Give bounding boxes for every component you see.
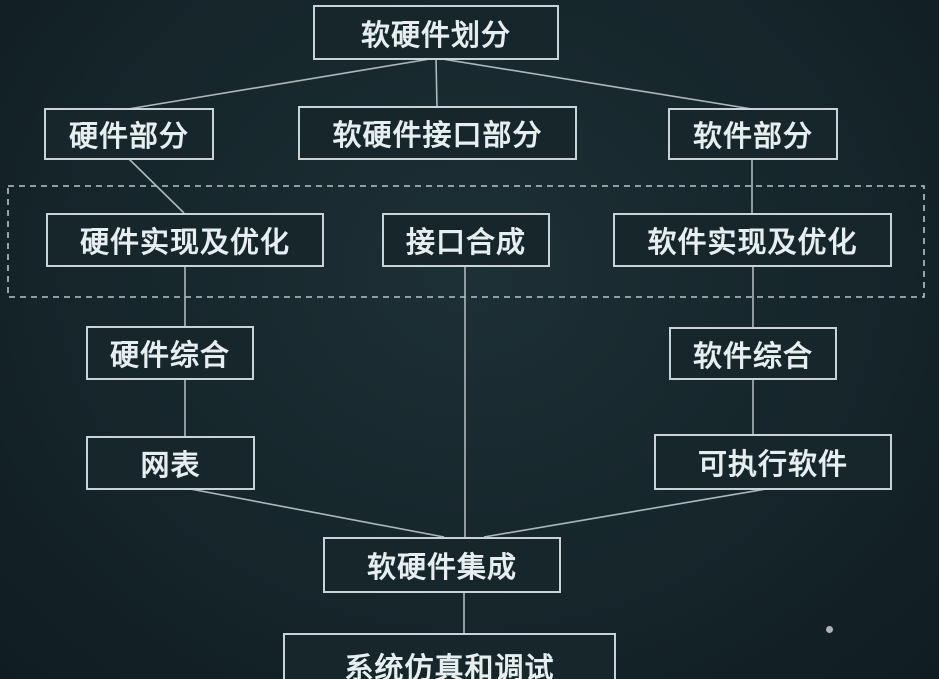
edge-executable-integration (483, 487, 773, 538)
node-hardware-implementation: 硬件实现及优化 (46, 213, 324, 267)
node-executable-software: 可执行软件 (654, 434, 892, 490)
edge-netlist-integration (184, 487, 445, 538)
implementation-group-box (7, 185, 925, 298)
node-software-part: 软件部分 (668, 108, 838, 160)
node-hw-sw-integration: 软硬件集成 (323, 537, 561, 593)
node-root: 软硬件划分 (313, 5, 559, 60)
node-hardware-part: 硬件部分 (44, 108, 214, 160)
node-system-simulation: 系统仿真和调试 (283, 633, 616, 679)
cursor-dot (826, 626, 833, 633)
edge-root-sw-part (435, 57, 753, 110)
node-interface-synthesis: 接口合成 (382, 213, 550, 267)
node-netlist: 网表 (86, 436, 255, 490)
node-software-synthesis: 软件综合 (669, 327, 837, 380)
node-software-implementation: 软件实现及优化 (613, 213, 892, 267)
node-hardware-synthesis: 硬件综合 (86, 326, 254, 380)
edge-root-hw-part (127, 57, 437, 110)
node-interface-part: 软硬件接口部分 (298, 106, 577, 160)
edge-hw-part-hw-impl (127, 157, 185, 214)
edge-root-iface-part (435, 57, 438, 109)
